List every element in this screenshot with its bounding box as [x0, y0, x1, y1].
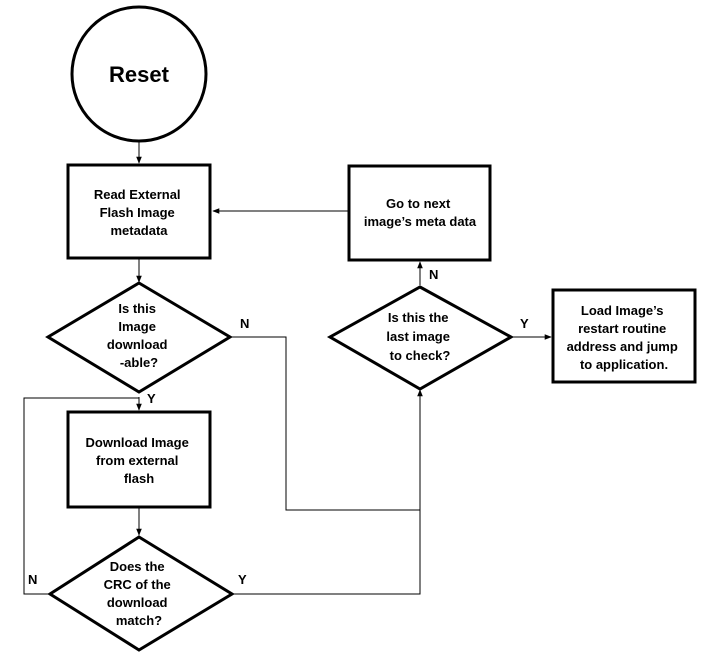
downloadable-no-label: N	[240, 316, 249, 331]
node-go-next: Go to next image’s meta data	[347, 164, 492, 262]
node-reset: Reset	[70, 5, 208, 143]
reset-label: Reset	[109, 62, 170, 87]
go-next-label: Go to next image’s meta data	[364, 196, 477, 229]
is-downloadable-label: Is this Image download -able?	[107, 301, 171, 370]
download-image-label: Download Image from external flash	[86, 435, 193, 486]
node-is-last: Is this the last image to check?	[326, 285, 515, 391]
last-no-label: N	[429, 267, 438, 282]
node-is-downloadable: Is this Image download -able?	[45, 281, 233, 394]
is-last-label: Is this the last image to check?	[386, 310, 453, 363]
node-crc-match: Does the CRC of the download match?	[47, 535, 235, 652]
crc-match-label: Does the CRC of the download match?	[104, 559, 175, 628]
node-read-metadata: Read External Flash Image metadata	[66, 163, 212, 260]
edge-crc-yes	[232, 389, 423, 595]
crc-yes-label: Y	[238, 572, 247, 587]
edge-downloadable-no	[230, 336, 420, 511]
node-load-image: Load Image’s restart routine address and…	[551, 288, 697, 384]
node-download-image: Download Image from external flash	[66, 410, 212, 509]
edge-crc-no	[23, 397, 139, 595]
load-image-label: Load Image’s restart routine address and…	[567, 303, 682, 372]
crc-no-label: N	[28, 572, 37, 587]
last-yes-label: Y	[520, 316, 529, 331]
connectors	[23, 140, 552, 595]
downloadable-yes-label: Y	[147, 391, 156, 406]
read-metadata-label: Read External Flash Image metadata	[94, 187, 184, 238]
